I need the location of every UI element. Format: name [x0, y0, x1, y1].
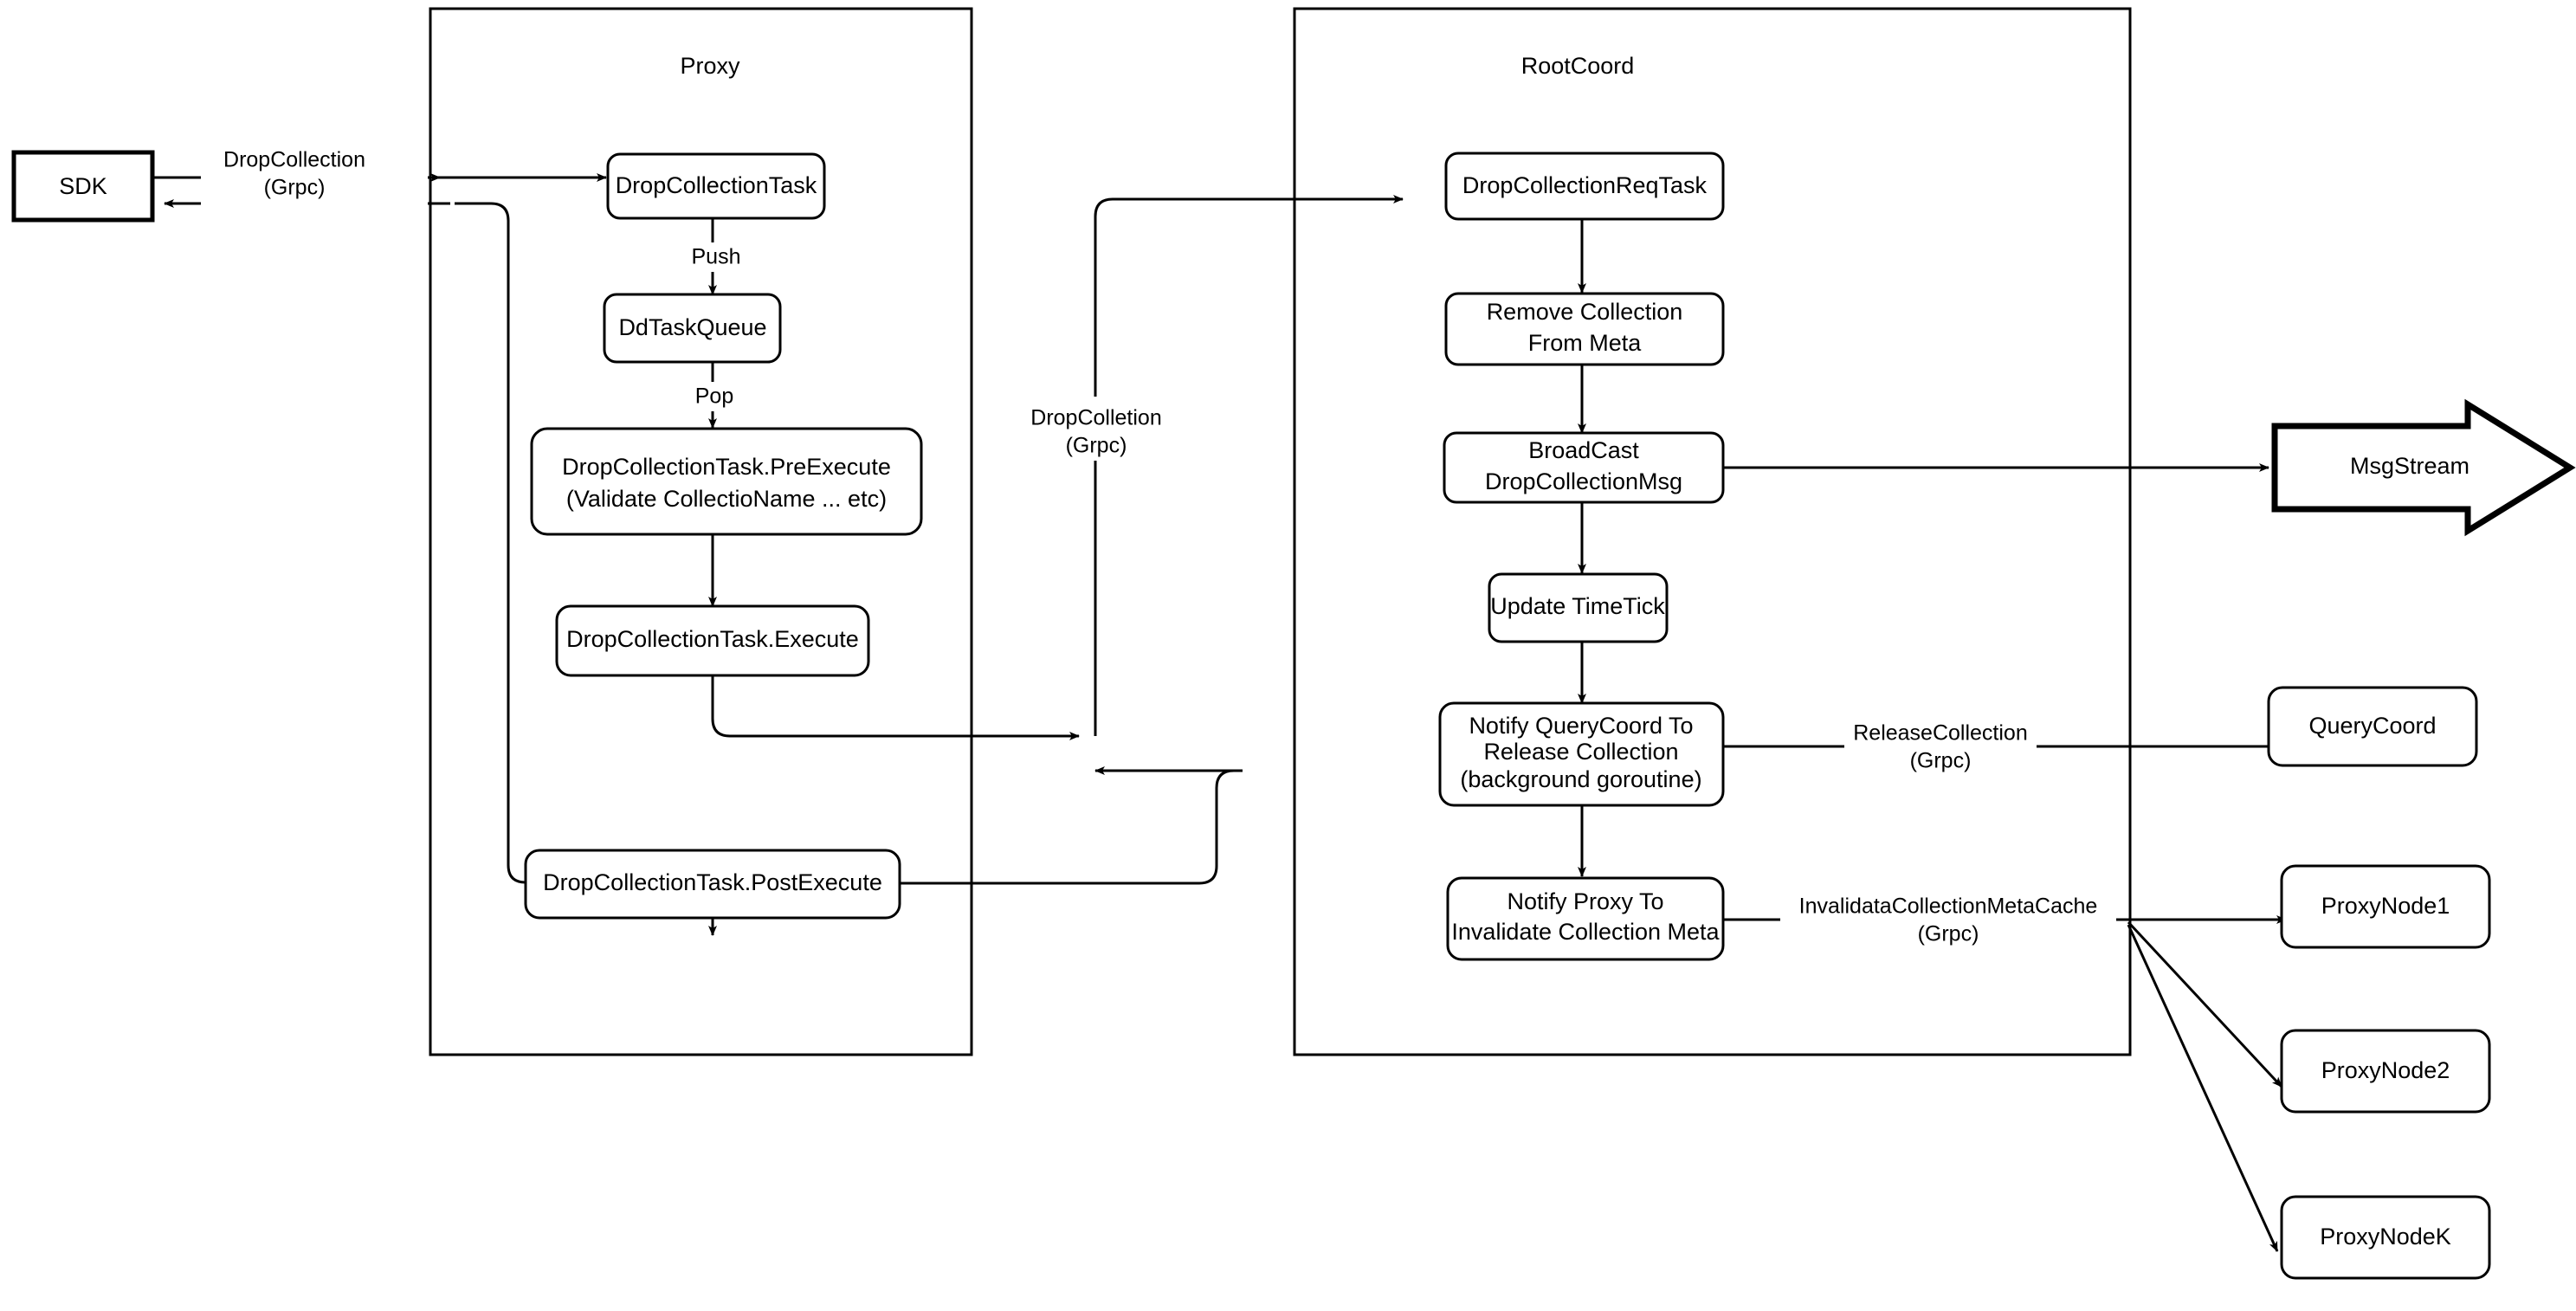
- notify-proxy-rect: [1446, 876, 1725, 961]
- node-execute[interactable]: DropCollectionTask.Execute: [555, 604, 870, 677]
- sdk-to-proxy-label-line2: (Grpc): [264, 176, 326, 200]
- node-msgstream[interactable]: MsgStream: [2271, 398, 2576, 537]
- edge-execute-to-rootcoord: [711, 665, 1080, 740]
- broadcast-line2: DropCollectionMsg: [1485, 468, 1682, 494]
- notify-querycoord-rect: [1438, 701, 1725, 807]
- invalidate-cache-line1: InvalidataCollectionMetaCache: [1799, 894, 2098, 919]
- execute-label: DropCollectionTask.Execute: [566, 626, 859, 652]
- edge-label-push: Push: [682, 242, 750, 272]
- edge-proxy-to-rootcoord-riser: [1094, 197, 1294, 736]
- sdk-label: SDK: [59, 173, 107, 199]
- dd-task-queue-rect: [603, 293, 782, 364]
- sdk-to-proxy-label-bg: [201, 144, 428, 206]
- rootcoord-container-label: RootCoord: [1521, 53, 1635, 79]
- node-drop-collection-req-task[interactable]: DropCollectionReqTask: [1444, 152, 1725, 221]
- remove-collection-from-meta-line1: Remove Collection: [1487, 299, 1683, 325]
- remove-collection-from-meta-rect: [1444, 292, 1725, 366]
- drop-collection-req-task-rect: [1444, 152, 1725, 221]
- notify-proxy-line1: Notify Proxy To: [1507, 888, 1663, 914]
- edge-label-proxy-to-rootcoord: DropColletion (Grpc): [1015, 397, 1179, 461]
- edge-boundary-to-proxynodek: [2127, 924, 2279, 1252]
- sdk-rect: [11, 150, 155, 223]
- drop-collection-req-task-label: DropCollectionReqTask: [1462, 172, 1708, 198]
- node-proxynode2[interactable]: ProxyNode2: [2280, 1029, 2491, 1114]
- rootcoord-container-rect: [1293, 7, 2132, 1056]
- edge-postexecute-to-sdk: [455, 202, 526, 884]
- node-broadcast-drop-collection-msg[interactable]: BroadCast DropCollectionMsg: [1443, 431, 1725, 504]
- notify-querycoord-line3: (background goroutine): [1460, 766, 1701, 792]
- node-pre-execute[interactable]: DropCollectionTask.PreExecute (Validate …: [530, 427, 923, 536]
- proxy-to-rootcoord-label-bg: [1015, 397, 1179, 461]
- release-collection-label-bg: [1844, 719, 2037, 781]
- broadcast-line1: BroadCast: [1528, 437, 1639, 463]
- post-execute-label: DropCollectionTask.PostExecute: [543, 869, 882, 895]
- execute-rect: [555, 604, 870, 677]
- msgstream-label: MsgStream: [2350, 453, 2469, 479]
- node-querycoord[interactable]: QueryCoord: [2267, 686, 2478, 767]
- invalidate-cache-label-bg: [1780, 892, 2116, 954]
- node-post-execute[interactable]: DropCollectionTask.PostExecute: [524, 849, 901, 920]
- proxynodek-rect: [2280, 1195, 2491, 1280]
- notify-proxy-line2: Invalidate Collection Meta: [1451, 919, 1720, 945]
- drop-collection-task-rect: [606, 152, 826, 220]
- notify-querycoord-line2: Release Collection: [1483, 739, 1678, 765]
- proxynode1-rect: [2280, 864, 2491, 949]
- edge-label-sdk-to-proxy: DropCollection (Grpc): [201, 144, 428, 206]
- edge-label-invalidate-cache: InvalidataCollectionMetaCache (Grpc): [1780, 892, 2116, 954]
- pop-label-bg: [686, 382, 743, 411]
- proxy-to-rootcoord-line1: DropColletion: [1030, 406, 1161, 430]
- post-execute-rect: [524, 849, 901, 920]
- update-timetick-rect: [1488, 572, 1669, 643]
- proxynodek-label: ProxyNodeK: [2320, 1224, 2451, 1250]
- node-remove-collection-from-meta[interactable]: Remove Collection From Meta: [1444, 292, 1725, 366]
- msgstream-arrow-shape: [2271, 398, 2576, 537]
- dd-task-queue-label: DdTaskQueue: [618, 314, 766, 340]
- querycoord-label: QueryCoord: [2308, 713, 2436, 739]
- edge-label-pop: Pop: [686, 382, 743, 411]
- edge-label-release-collection: ReleaseCollection (Grpc): [1844, 719, 2037, 781]
- node-dd-task-queue[interactable]: DdTaskQueue: [603, 293, 782, 364]
- broadcast-drop-collection-msg-rect: [1443, 431, 1725, 504]
- drop-collection-task-label: DropCollectionTask: [616, 172, 817, 198]
- release-collection-line2: (Grpc): [1910, 749, 1972, 773]
- node-proxynode1[interactable]: ProxyNode1: [2280, 864, 2491, 949]
- remove-collection-from-meta-line2: From Meta: [1528, 330, 1643, 356]
- container-proxy: Proxy: [429, 7, 973, 1056]
- node-proxynodek[interactable]: ProxyNodeK: [2280, 1195, 2491, 1280]
- node-drop-collection-task[interactable]: DropCollectionTask: [606, 152, 826, 220]
- proxy-container-rect: [429, 7, 973, 1056]
- node-notify-querycoord[interactable]: Notify QueryCoord To Release Collection …: [1438, 701, 1725, 807]
- edge-boundary-to-proxynode2: [2127, 920, 2283, 1088]
- node-notify-proxy[interactable]: Notify Proxy To Invalidate Collection Me…: [1446, 876, 1725, 961]
- proxy-to-rootcoord-line2: (Grpc): [1066, 434, 1127, 458]
- pre-execute-rect: [530, 427, 923, 536]
- proxynode2-label: ProxyNode2: [2321, 1057, 2450, 1083]
- release-collection-line1: ReleaseCollection: [1853, 721, 2028, 746]
- pop-label: Pop: [695, 384, 733, 409]
- pre-execute-label-line1: DropCollectionTask.PreExecute: [562, 454, 891, 480]
- container-rootcoord: RootCoord: [1293, 7, 2132, 1056]
- proxynode2-rect: [2280, 1029, 2491, 1114]
- push-label: Push: [692, 245, 741, 269]
- proxynode1-label: ProxyNode1: [2321, 893, 2450, 919]
- invalidate-cache-line2: (Grpc): [1918, 922, 1979, 946]
- notify-querycoord-line1: Notify QueryCoord To: [1469, 713, 1693, 739]
- pre-execute-label-line2: (Validate CollectioName ... etc): [566, 486, 887, 512]
- push-label-bg: [682, 242, 750, 272]
- sdk-to-proxy-label-line1: DropCollection: [223, 148, 365, 172]
- node-sdk[interactable]: SDK: [11, 150, 155, 223]
- update-timetick-label: Update TimeTick: [1490, 593, 1665, 619]
- node-update-timetick[interactable]: Update TimeTick: [1488, 572, 1669, 643]
- querycoord-rect: [2267, 686, 2478, 767]
- proxy-container-label: Proxy: [680, 53, 740, 79]
